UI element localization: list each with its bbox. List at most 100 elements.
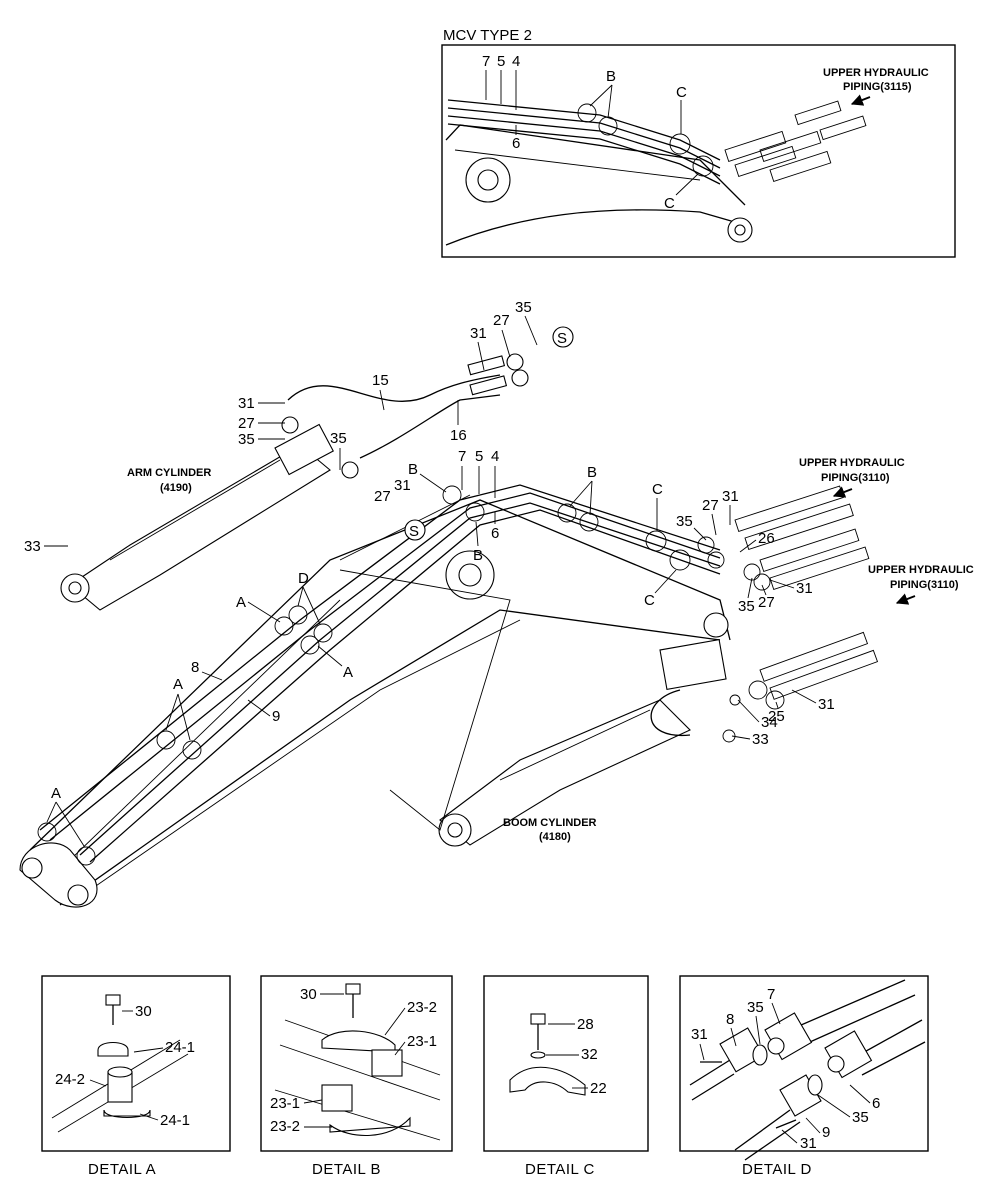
callout-27: 27 xyxy=(702,497,719,514)
boom-cylinder-label-2: (4180) xyxy=(539,831,571,843)
arrow-icon xyxy=(832,486,853,498)
arm-cylinder xyxy=(60,423,334,611)
s-marker-label: S xyxy=(557,330,567,347)
main-assembly: S S ARM CYLINDER (4190) BOOM CYLINDER (4… xyxy=(19,299,974,908)
callout-23-2: 23-2 xyxy=(407,999,437,1016)
callout-24-1: 24-1 xyxy=(165,1039,195,1056)
callout-23-2: 23-2 xyxy=(270,1118,300,1135)
callout-d: D xyxy=(298,570,309,587)
callout-6: 6 xyxy=(872,1095,880,1112)
callout-34: 34 xyxy=(761,714,778,731)
callout-35: 35 xyxy=(738,598,755,615)
callout-a: A xyxy=(343,664,353,681)
detail-a: 30 24-1 24-2 24-1 DETAIL A xyxy=(41,975,231,1178)
callout-25: 25 xyxy=(768,708,785,725)
s-marker xyxy=(404,519,426,541)
callout-5: 5 xyxy=(475,448,483,465)
clamp-markers xyxy=(37,485,691,866)
callout-c: C xyxy=(664,195,675,212)
callout-31: 31 xyxy=(800,1135,817,1152)
callout-9: 9 xyxy=(272,708,280,725)
callout-31: 31 xyxy=(722,488,739,505)
callout-b: B xyxy=(606,68,616,85)
callout-7: 7 xyxy=(482,53,490,70)
callout-9: 9 xyxy=(822,1124,830,1141)
connector-assembly-lower xyxy=(722,631,879,743)
callout-35: 35 xyxy=(238,431,255,448)
callout-35: 35 xyxy=(852,1109,869,1126)
callout-27: 27 xyxy=(238,415,255,432)
upper-piping-3115-label-1: UPPER HYDRAULIC xyxy=(823,67,929,79)
callout-16: 16 xyxy=(450,427,467,444)
detail-b: 30 23-2 23-1 23-1 23-2 DETAIL B xyxy=(260,975,453,1178)
callout-26: 26 xyxy=(758,530,775,547)
arrow-icon xyxy=(895,593,916,605)
callout-c: C xyxy=(652,481,663,498)
callout-c: C xyxy=(676,84,687,101)
arm-cylinder-label-1: ARM CYLINDER xyxy=(127,467,211,479)
callout-a: A xyxy=(236,594,246,611)
callout-28: 28 xyxy=(577,1016,594,1033)
callout-b: B xyxy=(408,461,418,478)
upper-piping-3115-label-2: PIPING(3115) xyxy=(843,81,912,93)
s-marker xyxy=(552,326,574,348)
callout-31: 31 xyxy=(394,477,411,494)
callout-8: 8 xyxy=(726,1011,734,1028)
callout-5: 5 xyxy=(497,53,505,70)
callout-6: 6 xyxy=(491,525,499,542)
boom-cylinder-label-1: BOOM CYLINDER xyxy=(503,817,597,829)
callout-8: 8 xyxy=(191,659,199,676)
callout-30: 30 xyxy=(300,986,317,1003)
arm-cylinder-label-2: (4190) xyxy=(160,482,192,494)
detail-c-caption: DETAIL C xyxy=(525,1161,595,1178)
callout-a: A xyxy=(173,676,183,693)
mcv-type2-frame xyxy=(441,44,956,258)
detail-c: 28 32 22 DETAIL C xyxy=(483,975,649,1178)
detail-b-caption: DETAIL B xyxy=(312,1161,381,1178)
detail-d: 7 8 35 31 35 6 9 31 DETAIL D xyxy=(679,975,929,1178)
callout-6: 6 xyxy=(512,135,520,152)
callout-15: 15 xyxy=(372,372,389,389)
callouts: 31 27 35 31 27 35 15 16 35 27 31 33 7 5 … xyxy=(24,299,835,847)
callout-35: 35 xyxy=(747,999,764,1016)
callout-b: B xyxy=(473,547,483,564)
callout-35: 35 xyxy=(515,299,532,316)
callout-24-1: 24-1 xyxy=(160,1112,190,1129)
s-marker-label: S xyxy=(409,523,419,540)
callout-30: 30 xyxy=(135,1003,152,1020)
callout-23-1: 23-1 xyxy=(407,1033,437,1050)
callout-31: 31 xyxy=(238,395,255,412)
callout-c: C xyxy=(644,592,655,609)
callout-24-2: 24-2 xyxy=(55,1071,85,1088)
connector-assembly-upper xyxy=(697,485,870,591)
mcv-type2-inset: MCV TYPE 2 7 5 4 6 B C xyxy=(441,27,956,258)
upper-piping-3110-a-label-1: UPPER HYDRAULIC xyxy=(799,457,905,469)
callout-23-1: 23-1 xyxy=(270,1095,300,1112)
callout-4: 4 xyxy=(512,53,520,70)
mcv-type2-title: MCV TYPE 2 xyxy=(443,27,532,44)
upper-piping-3110-b-label-1: UPPER HYDRAULIC xyxy=(868,564,974,576)
callout-27: 27 xyxy=(493,312,510,329)
callout-31: 31 xyxy=(470,325,487,342)
upper-piping-3110-b-label-2: PIPING(3110) xyxy=(890,579,959,591)
callout-7: 7 xyxy=(767,986,775,1003)
callout-31: 31 xyxy=(691,1026,708,1043)
callout-b: B xyxy=(587,464,597,481)
upper-piping-3110-a-label-2: PIPING(3110) xyxy=(821,472,890,484)
boom-cylinder xyxy=(438,638,727,847)
callout-35: 35 xyxy=(676,513,693,530)
callout-27: 27 xyxy=(758,594,775,611)
callout-31: 31 xyxy=(818,696,835,713)
detail-d-caption: DETAIL D xyxy=(742,1161,812,1178)
callout-a: A xyxy=(51,785,61,802)
callout-32: 32 xyxy=(581,1046,598,1063)
callout-33: 33 xyxy=(24,538,41,555)
callout-33: 33 xyxy=(752,731,769,748)
callout-22: 22 xyxy=(590,1080,607,1097)
arrow-icon xyxy=(850,94,871,106)
callout-4: 4 xyxy=(491,448,499,465)
detail-a-caption: DETAIL A xyxy=(88,1161,156,1178)
callout-35: 35 xyxy=(330,430,347,447)
callout-7: 7 xyxy=(458,448,466,465)
